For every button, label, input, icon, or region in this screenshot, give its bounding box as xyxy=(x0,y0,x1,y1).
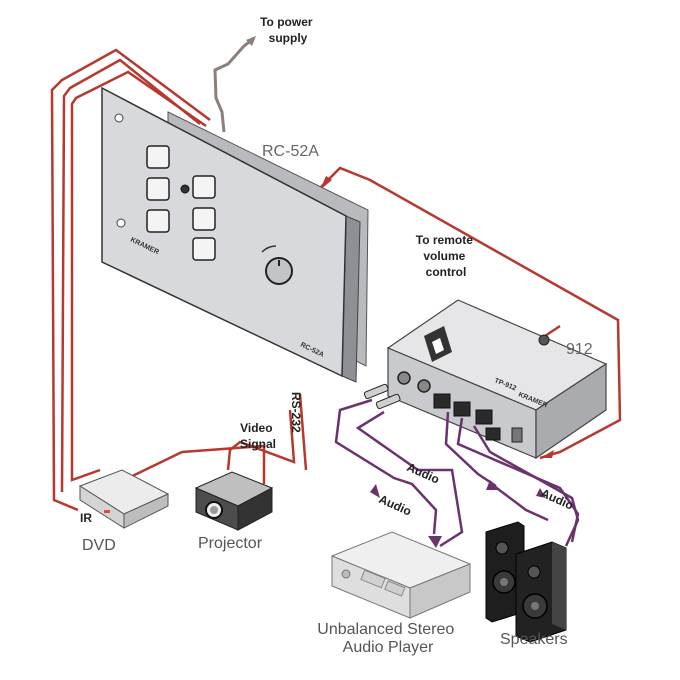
speakers xyxy=(485,521,567,643)
screw-icon xyxy=(116,218,126,228)
video-signal-label: Video Signal xyxy=(240,421,276,451)
control-cables xyxy=(50,48,622,512)
rc52a-label: RC-52A xyxy=(262,143,319,160)
tweeter-icon xyxy=(527,565,541,579)
power-supply-label: To power supply xyxy=(260,15,316,45)
audio-label-b: Audio xyxy=(377,492,414,519)
projector xyxy=(194,471,274,531)
power-cable xyxy=(213,38,253,133)
audio-cables xyxy=(334,398,580,548)
tape-deck-icon xyxy=(360,569,386,589)
remote-volume-label: To remote volume control xyxy=(416,233,476,279)
dvd-led-icon xyxy=(104,510,110,513)
player-dial-icon xyxy=(341,569,351,579)
tape-deck-icon xyxy=(384,580,406,597)
dc-jack-icon xyxy=(511,427,523,443)
audio-arrow xyxy=(428,536,442,548)
rc52a-panel: KRAMER RC-52A xyxy=(101,86,369,383)
audio-player-label: Unbalanced Stereo Audio Player xyxy=(317,621,458,656)
unit-912: TP-912 KRAMER xyxy=(386,299,608,460)
audio-player xyxy=(330,531,472,619)
panel-buttons-right xyxy=(192,175,216,261)
screw-icon xyxy=(114,113,124,123)
power-cable-arrow xyxy=(246,36,256,46)
audio-arrow xyxy=(536,488,546,498)
unit-912-label: 912 xyxy=(566,341,593,358)
speakers-label: Speakers xyxy=(500,631,568,648)
projector-label: Projector xyxy=(198,535,263,552)
tweeter-icon xyxy=(495,541,509,555)
speaker-left xyxy=(485,521,525,623)
terminal-blocks xyxy=(433,393,501,441)
rca-jack-icon xyxy=(417,379,431,393)
rs232-label: RS-232 xyxy=(289,392,303,433)
remote-cable-arrow-2 xyxy=(540,450,554,458)
rca-plugs xyxy=(363,383,401,410)
ir-label: IR xyxy=(80,511,92,525)
ir-sensor-icon xyxy=(180,184,190,194)
audio-arrow xyxy=(486,480,500,490)
gain-knob-icon xyxy=(538,334,550,346)
dvd-label: DVD xyxy=(82,537,116,554)
volume-knob-icon xyxy=(265,257,293,285)
speaker-right xyxy=(515,541,567,643)
audio-arrow xyxy=(370,484,380,498)
rca-jack-icon xyxy=(397,371,411,385)
panel-buttons-left xyxy=(146,145,170,233)
dvd-player xyxy=(78,469,170,529)
remote-cable-arrow xyxy=(320,176,332,190)
